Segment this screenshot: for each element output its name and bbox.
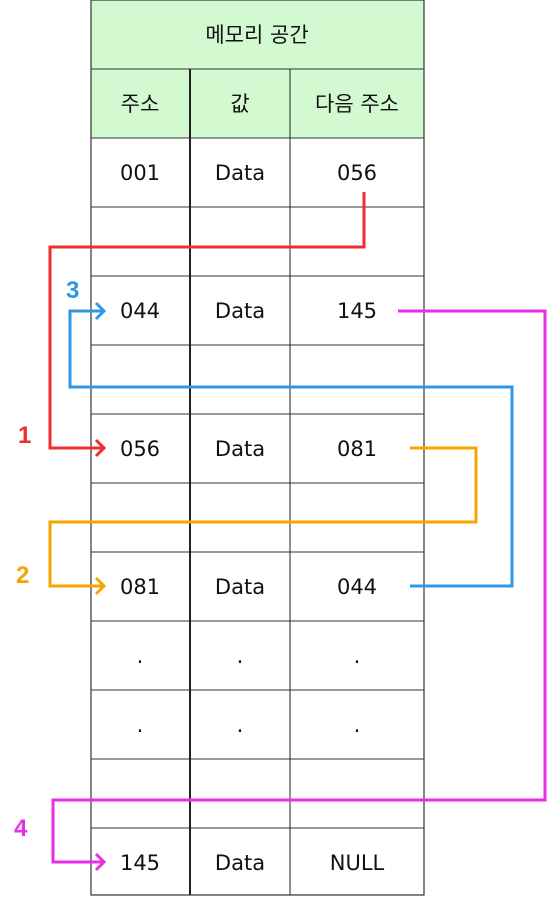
cell-value: Data: [215, 161, 265, 185]
cell-address: 044: [120, 299, 160, 323]
step-label-1: 1: [18, 422, 31, 449]
row-dividers: [91, 68, 424, 829]
header-title: 메모리 공간: [205, 23, 308, 47]
pointer-arrow-2: [48, 446, 478, 596]
cell-value: Data: [215, 575, 265, 599]
cell-next-address: 056: [337, 161, 377, 185]
cell-value: Data: [215, 851, 265, 875]
pointer-arrow-4: [51, 309, 547, 872]
cell-address: 001: [120, 161, 160, 185]
pointer-arrow-3: [68, 301, 514, 588]
column-header-next-address: 다음 주소: [315, 92, 399, 116]
cell-next-address: NULL: [330, 851, 385, 875]
cell-next-address: 081: [337, 437, 377, 461]
cell-address: 081: [120, 575, 160, 599]
cell-value: .: [237, 713, 244, 737]
step-label-2: 2: [16, 562, 29, 589]
cell-value: Data: [215, 299, 265, 323]
column-header-address: 주소: [121, 92, 160, 116]
cell-next-address: 145: [337, 299, 377, 323]
cell-address: .: [137, 644, 144, 668]
column-header-value: 값: [230, 92, 249, 116]
cell-next-address: .: [354, 644, 361, 668]
step-label-3: 3: [66, 277, 79, 304]
cell-address: 145: [120, 851, 160, 875]
column-dividers: [189, 69, 291, 895]
cell-value: .: [237, 644, 244, 668]
cell-next-address: 044: [337, 575, 377, 599]
cell-address: .: [137, 713, 144, 737]
cell-value: Data: [215, 437, 265, 461]
pointer-arrow-1: [48, 192, 366, 458]
step-label-4: 4: [14, 815, 28, 842]
cell-address: 056: [120, 437, 160, 461]
cell-next-address: .: [354, 713, 361, 737]
